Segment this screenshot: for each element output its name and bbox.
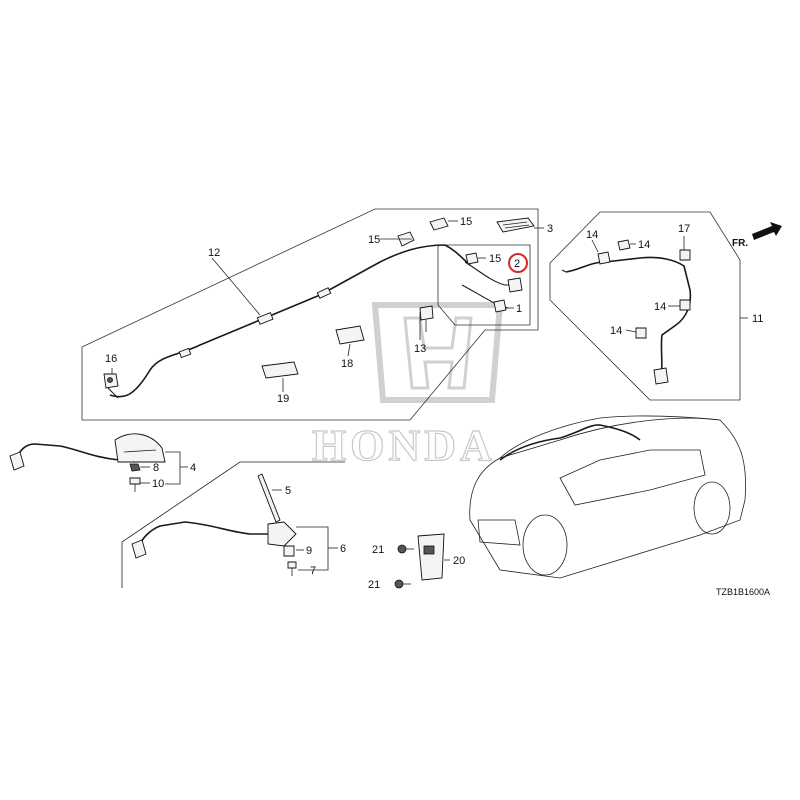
part-11-cable [561,239,692,385]
callout-11: 11 [752,313,763,325]
part-6-cable [131,521,297,559]
part-21-nut-top [397,544,407,554]
callout-14-c: 14 [654,301,666,313]
part-1-cable [461,284,509,313]
part-20-bracket [417,533,445,581]
callout-labels: 12 15 15 15 3 2 1 13 16 18 19 14 14 17 1… [105,216,763,591]
callout-21-top: 21 [372,544,384,556]
callout-17: 17 [678,223,690,235]
callout-21-bottom: 21 [368,579,380,591]
part-4-antenna [9,433,166,471]
part-9-clip [283,545,295,557]
callout-13: 13 [414,343,426,355]
vehicle-illustration [469,415,746,579]
part-18-pad [335,325,365,345]
group-box-11 [549,211,741,401]
part-5-rod [257,473,281,523]
callout-10: 10 [152,478,164,490]
callout-16: 16 [105,353,117,365]
callout-14-d: 14 [610,325,622,337]
part-2-cable [464,261,523,293]
part-12-cable [107,244,471,399]
part-10-screw [129,477,141,492]
front-arrow-icon [752,222,782,240]
callout-14-a: 14 [586,229,598,241]
callout-18: 18 [341,358,353,370]
diagram-code: TZB1B1600A [716,587,770,597]
leader-lines [111,220,748,585]
callout-15-left: 15 [368,234,380,246]
honda-logo-watermark: HONDA [311,302,504,471]
callout-6: 6 [340,543,346,555]
callout-8: 8 [153,462,159,474]
group-box-6 [121,461,345,588]
callout-15-right: 15 [489,253,501,265]
callout-12: 12 [208,247,220,259]
part-7-screw [287,561,297,576]
group-box-inner-2 [437,244,531,326]
callout-5: 5 [285,485,291,497]
front-label: FR. [732,238,748,249]
part-3-module [496,217,535,233]
part-15-clips [397,217,479,265]
callout-19: 19 [277,393,289,405]
front-direction-marker: FR. [732,222,782,249]
part-8-nut [129,463,141,472]
highlight-circle-2 [508,253,528,273]
part-19-pad [261,361,299,379]
callout-1: 1 [516,303,522,315]
callout-14-b: 14 [638,239,650,251]
callout-4: 4 [190,462,196,474]
callout-7: 7 [310,565,316,577]
callout-9: 9 [306,545,312,557]
part-16-clip [103,373,119,389]
group-box-12 [81,208,539,421]
part-13-bolt [419,305,434,332]
callout-15-top: 15 [460,216,472,228]
callout-20: 20 [453,555,465,567]
watermark-text: HONDA [312,421,496,470]
part-21-nut-bottom [394,579,404,589]
callout-2: 2 [514,258,520,270]
callout-3: 3 [547,223,553,235]
